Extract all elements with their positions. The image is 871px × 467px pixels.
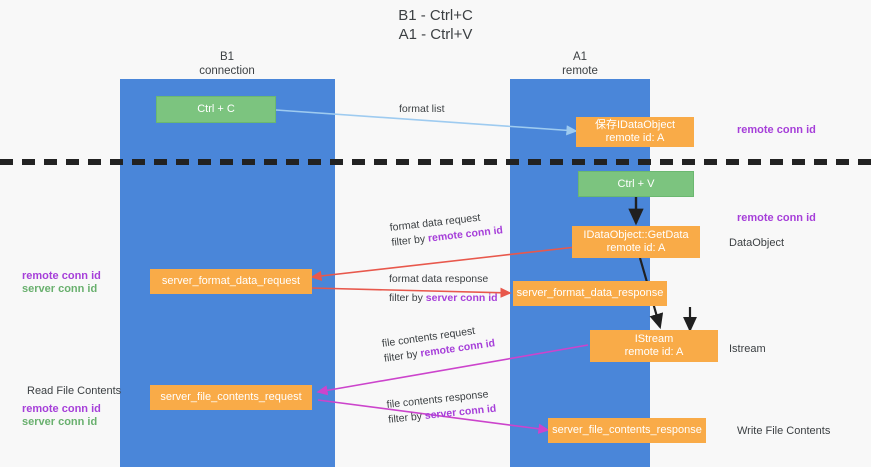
node-getdata-line1: IDataObject::GetData	[583, 229, 689, 241]
edge-label-file-contents-response: file contents response filter by server …	[386, 387, 497, 428]
annotation-remote-conn-id-getdata: remote conn id	[737, 212, 816, 224]
filter-prefix: filter by	[390, 232, 429, 249]
node-ctrl-v-label: Ctrl + V	[617, 177, 655, 190]
filter-prefix: filter by	[389, 292, 426, 304]
annotation-write-file-contents: Write File Contents	[737, 425, 831, 437]
edge-label-format-data-request: format data request filter by remote con…	[389, 208, 504, 250]
column-header-a1-role: remote	[562, 65, 598, 77]
annotation-left-remote-conn-id-2: remote conn id	[22, 403, 101, 415]
node-ctrl-v[interactable]: Ctrl + V	[578, 171, 694, 197]
title-line-2: A1 - Ctrl+V	[398, 26, 473, 43]
annotation-left-server-conn-id: server conn id	[22, 283, 98, 295]
edge-label-format-list: format list	[399, 102, 445, 117]
annotation-left-server-conn-id-2: server conn id	[22, 416, 98, 428]
column-header-b1: B1 connection	[127, 50, 327, 78]
node-server-file-contents-request[interactable]: server_file_contents_request	[150, 385, 312, 410]
filter-key-server-conn-id: server conn id	[425, 292, 498, 304]
annotation-remote-conn-id-top: remote conn id	[737, 124, 816, 136]
node-ctrl-c[interactable]: Ctrl + C	[156, 96, 276, 123]
node-server-format-data-response-label: server_format_data_response	[516, 287, 664, 299]
node-istream-line1: IStream	[634, 333, 674, 345]
node-save-idataobject-line1: 保存IDataObject	[594, 119, 676, 131]
node-server-format-data-request-label: server_format_data_request	[161, 275, 301, 287]
edge-label-format-data-response: format data response filter by server co…	[389, 272, 498, 306]
node-getdata-line2: remote id: A	[606, 242, 666, 254]
annotation-left-remote-conn-id: remote conn id	[22, 270, 101, 282]
filter-prefix: filter by	[383, 347, 422, 365]
edge-label-format-list-text: format list	[399, 103, 445, 115]
node-server-format-data-request[interactable]: server_format_data_request	[150, 269, 312, 294]
node-istream-line2: remote id: A	[624, 346, 684, 358]
node-server-file-contents-request-label: server_file_contents_request	[160, 391, 302, 403]
column-header-a1-name: A1	[572, 51, 588, 63]
annotation-istream: Istream	[729, 343, 766, 355]
node-save-idataobject[interactable]: 保存IDataObject remote id: A	[576, 117, 694, 147]
edge-label-file-contents-request: file contents request filter by remote c…	[381, 321, 496, 366]
node-istream[interactable]: IStream remote id: A	[590, 330, 718, 362]
annotation-read-file-contents: Read File Contents	[27, 385, 122, 397]
page-title: B1 - Ctrl+C A1 - Ctrl+V	[0, 6, 871, 44]
node-ctrl-c-label: Ctrl + C	[197, 103, 235, 115]
node-server-file-contents-response-label: server_file_contents_response	[552, 424, 702, 436]
edge-label-format-data-response-line2: filter by server conn id	[389, 291, 498, 306]
filter-prefix: filter by	[387, 410, 426, 426]
edge-label-format-data-response-line1: format data response	[389, 273, 489, 285]
annotation-dataobject: DataObject	[729, 237, 785, 249]
node-save-idataobject-line2: remote id: A	[605, 132, 665, 144]
node-idataobject-getdata[interactable]: IDataObject::GetData remote id: A	[572, 226, 700, 258]
node-server-file-contents-response[interactable]: server_file_contents_response	[548, 418, 706, 443]
column-header-a1: A1 remote	[480, 50, 680, 78]
title-line-1: B1 - Ctrl+C	[398, 7, 473, 24]
column-header-b1-name: B1	[219, 51, 235, 63]
column-header-b1-role: connection	[199, 65, 255, 77]
node-server-format-data-response[interactable]: server_format_data_response	[513, 281, 667, 306]
